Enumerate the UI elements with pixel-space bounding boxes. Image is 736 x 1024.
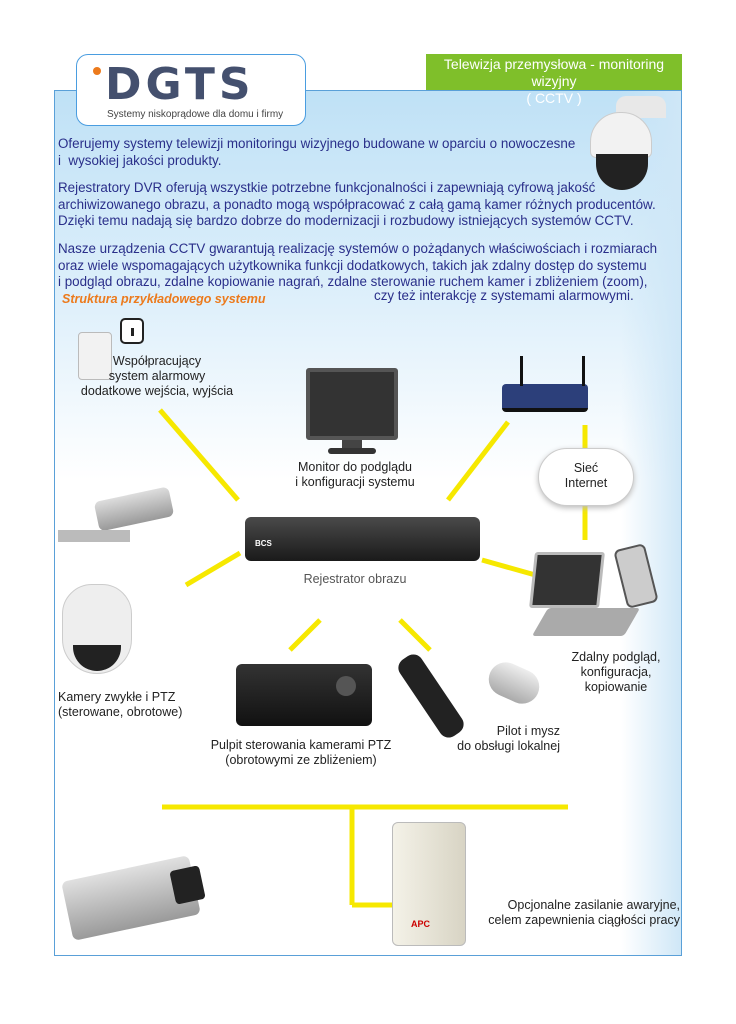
internet-label: Sieć Internet bbox=[564, 461, 608, 490]
monitor-label: Monitor do podglądu i konfiguracji syste… bbox=[295, 460, 415, 489]
camera-bracket bbox=[58, 530, 130, 542]
title-banner: Telewizja przemysłowa - monitoring wizyj… bbox=[426, 54, 682, 106]
router-antenna bbox=[520, 356, 523, 386]
ptz-keyboard-image bbox=[236, 664, 372, 726]
line-cameras bbox=[184, 550, 242, 588]
ups-label: Opcjonalne zasilanie awaryjne, celem zap… bbox=[488, 898, 680, 927]
dgts-logo: DGTS Systemy niskoprądowe dla domu i fir… bbox=[76, 54, 306, 126]
intro-paragraph: Oferujemy systemy telewizji monitoringu … bbox=[58, 136, 576, 168]
line-alarm bbox=[158, 408, 240, 502]
ups-brand: APC bbox=[411, 919, 431, 929]
line-keyboard bbox=[288, 618, 322, 652]
monitor-image bbox=[306, 368, 398, 456]
laptop-keyboard bbox=[531, 608, 641, 636]
dvr-brand: BCS bbox=[255, 539, 272, 548]
lock-icon bbox=[120, 318, 144, 344]
content-frame bbox=[54, 90, 682, 956]
dvr-label: Rejestrator obrazu bbox=[303, 572, 407, 586]
dvr-recorder-image: BCS bbox=[245, 517, 480, 561]
remote-access-label: Zdalny podgląd, konfiguracja, kopiowanie bbox=[571, 650, 661, 694]
banner-subtitle: ( CCTV ) bbox=[526, 90, 582, 106]
internet-cloud-icon bbox=[538, 448, 634, 506]
features-paragraph: Nasze urządzenia CCTV gwarantują realiza… bbox=[58, 241, 658, 289]
banner-title: Telewizja przemysłowa - monitoring wizyj… bbox=[443, 56, 665, 89]
ups-image: APC bbox=[392, 822, 466, 946]
router-image bbox=[502, 384, 588, 412]
dvr-paragraph: Rejestratory DVR oferują wszystkie potrz… bbox=[58, 180, 656, 228]
keyboard-label: Pulpit sterowania kamerami PTZ (obrotowy… bbox=[210, 738, 392, 767]
logo-brand: DGTS bbox=[105, 59, 255, 110]
ptz-dome-camera-image bbox=[586, 96, 666, 192]
laptop-image bbox=[529, 552, 605, 608]
logo-tagline: Systemy niskoprądowe dla domu i firmy bbox=[107, 109, 284, 120]
line-mouse bbox=[398, 618, 432, 652]
section-title: Struktura przykładowego systemu bbox=[62, 292, 266, 306]
router-antenna bbox=[582, 356, 585, 386]
alarm-label: Współpracujący system alarmowy dodatkowe… bbox=[80, 354, 234, 398]
ptz-camera-image bbox=[62, 584, 132, 674]
logo-dot bbox=[93, 67, 101, 75]
line-router bbox=[446, 420, 510, 502]
cameras-label: Kamery zwykłe i PTZ (sterowane, obrotowe… bbox=[58, 690, 183, 719]
alarm-sensor-image bbox=[78, 332, 112, 380]
features-paragraph-end: czy też interakcję z systemami alarmowym… bbox=[374, 288, 634, 303]
mouse-label: Pilot i mysz do obsługi lokalnej bbox=[457, 724, 560, 753]
